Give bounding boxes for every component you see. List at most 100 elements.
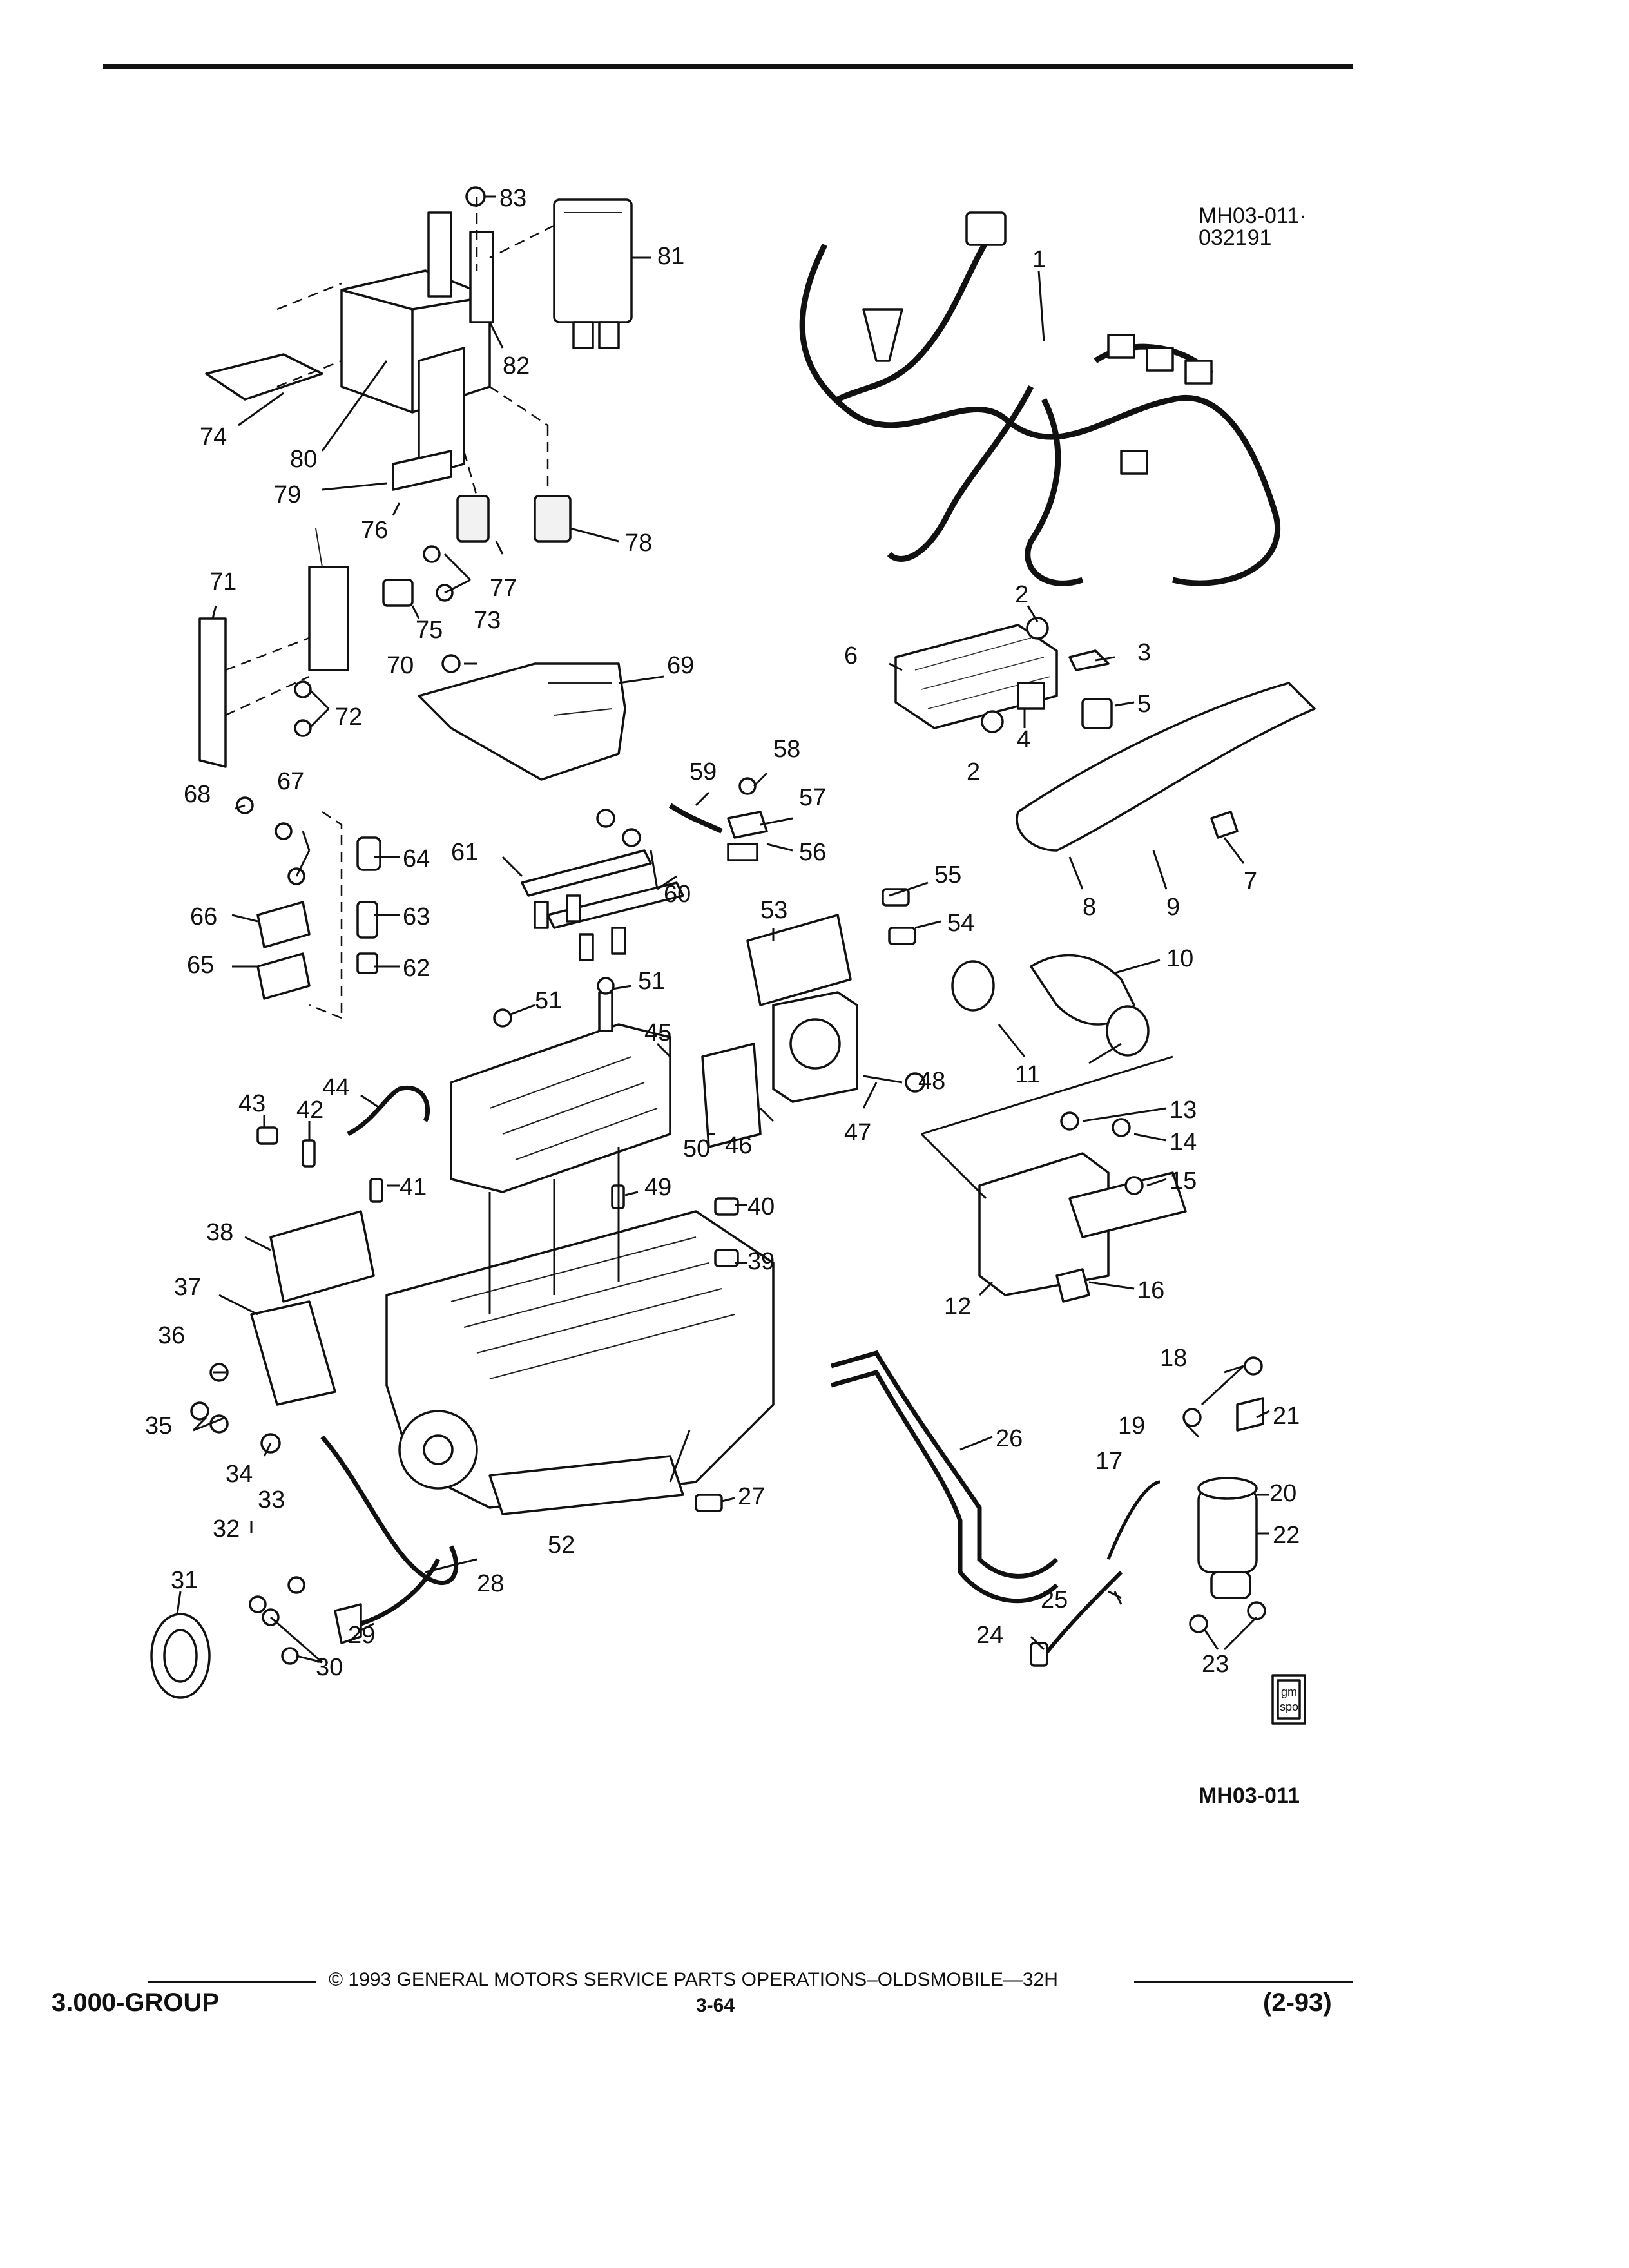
callout-30: 30 bbox=[316, 1654, 343, 1681]
callout-67: 67 bbox=[277, 768, 304, 795]
left-brackets bbox=[198, 528, 454, 1019]
callout-46: 46 bbox=[725, 1132, 752, 1159]
callout-52: 52 bbox=[548, 1532, 575, 1559]
callout-19: 19 bbox=[1118, 1412, 1145, 1439]
callout-21: 21 bbox=[1273, 1403, 1300, 1430]
intake-manifold bbox=[450, 977, 671, 1193]
footer-revision: (2-93) bbox=[1263, 1988, 1332, 2017]
callout-66: 66 bbox=[190, 903, 217, 930]
callout-78: 78 bbox=[625, 530, 652, 557]
callout-42: 42 bbox=[296, 1097, 323, 1124]
callout-57: 57 bbox=[799, 784, 826, 811]
callout-74: 74 bbox=[200, 423, 227, 450]
callout-73: 73 bbox=[474, 607, 501, 634]
wiring-harness bbox=[799, 211, 1280, 586]
callout-68: 68 bbox=[184, 781, 211, 808]
callout-31: 31 bbox=[171, 1567, 198, 1594]
callout-20: 20 bbox=[1269, 1480, 1296, 1507]
callout-22: 22 bbox=[1273, 1522, 1300, 1549]
callout-40: 40 bbox=[747, 1193, 775, 1220]
callout-72: 72 bbox=[335, 704, 362, 731]
figure-id-bottom: MH03-011 bbox=[1199, 1783, 1300, 1808]
callout-14: 14 bbox=[1170, 1129, 1197, 1156]
callout-5: 5 bbox=[1137, 691, 1151, 718]
callout-3: 3 bbox=[1137, 639, 1151, 666]
callout-54: 54 bbox=[947, 910, 974, 937]
callout-38: 38 bbox=[206, 1219, 233, 1246]
callout-16: 16 bbox=[1137, 1277, 1164, 1304]
callout-64: 64 bbox=[403, 845, 430, 872]
callout-11: 11 bbox=[1015, 1061, 1040, 1088]
callout-35: 35 bbox=[145, 1412, 172, 1439]
callout-6: 6 bbox=[844, 642, 858, 669]
callout-71: 71 bbox=[209, 568, 236, 595]
figure-id-top-line1: MH03-011· bbox=[1199, 204, 1307, 228]
callout-10: 10 bbox=[1166, 945, 1193, 972]
ecm-bracket-assembly bbox=[205, 186, 633, 543]
leader-lines bbox=[176, 195, 1270, 1664]
callout-15: 15 bbox=[1170, 1168, 1197, 1195]
figure-id-top-line2: 032191 bbox=[1199, 226, 1272, 250]
callout-43: 43 bbox=[238, 1090, 265, 1117]
callout-76: 76 bbox=[361, 517, 388, 544]
footer-rule-right bbox=[1134, 1981, 1353, 1983]
callout-48: 48 bbox=[918, 1068, 945, 1095]
module-bracket-and-heat-shield bbox=[894, 617, 1316, 852]
callout-34: 34 bbox=[226, 1461, 253, 1488]
callout-51: 51 bbox=[535, 987, 562, 1014]
callout-26: 26 bbox=[996, 1425, 1023, 1452]
footer-page-number: 3-64 bbox=[696, 1995, 735, 2016]
callout-23: 23 bbox=[1202, 1651, 1229, 1678]
callout-77: 77 bbox=[490, 575, 517, 602]
callout-12: 12 bbox=[944, 1293, 971, 1320]
callout-39: 39 bbox=[747, 1248, 775, 1275]
callout-60: 60 bbox=[664, 881, 691, 908]
callout-59: 59 bbox=[689, 758, 717, 785]
callout-28: 28 bbox=[477, 1570, 504, 1597]
fuel-lines-and-canister bbox=[831, 1350, 1266, 1667]
callout-18: 18 bbox=[1160, 1345, 1187, 1372]
callout-47: 47 bbox=[844, 1119, 871, 1146]
callout-13: 13 bbox=[1170, 1097, 1197, 1124]
callout-63: 63 bbox=[403, 903, 430, 930]
callout-83: 83 bbox=[499, 185, 526, 212]
callout-75: 75 bbox=[416, 617, 443, 644]
callout-50: 50 bbox=[683, 1135, 710, 1162]
footer-rule-left bbox=[148, 1981, 316, 1983]
callout-27: 27 bbox=[738, 1483, 765, 1510]
callout-24: 24 bbox=[976, 1622, 1003, 1649]
callout-51-right: 51 bbox=[638, 968, 665, 995]
callout-4: 4 bbox=[1017, 726, 1030, 753]
callout-79: 79 bbox=[274, 481, 301, 508]
callout-65: 65 bbox=[187, 952, 214, 979]
callout-49: 49 bbox=[644, 1174, 671, 1201]
callout-32: 32 bbox=[213, 1515, 240, 1542]
engine-block bbox=[150, 1085, 775, 1699]
callout-2-lower: 2 bbox=[967, 758, 980, 785]
callout-81: 81 bbox=[657, 243, 684, 270]
callout-36: 36 bbox=[158, 1322, 185, 1349]
callout-45: 45 bbox=[644, 1019, 671, 1046]
badge-line1: gm bbox=[1281, 1686, 1297, 1698]
header-rule bbox=[103, 64, 1353, 69]
callout-2: 2 bbox=[1015, 581, 1028, 608]
callouts: 1 2 2 3 4 5 6 7 8 9 10 11 12 13 14 15 16… bbox=[145, 185, 1300, 1681]
fuel-rail-injectors bbox=[521, 777, 768, 961]
callout-69: 69 bbox=[667, 652, 694, 679]
callout-1: 1 bbox=[1032, 246, 1046, 273]
engine-cover bbox=[418, 654, 626, 781]
callout-62: 62 bbox=[403, 955, 430, 982]
callout-70: 70 bbox=[387, 652, 414, 679]
callout-44: 44 bbox=[322, 1074, 349, 1101]
gm-spo-badge bbox=[1271, 1674, 1306, 1725]
footer-group: 3.000-GROUP bbox=[52, 1988, 220, 2017]
callout-7: 7 bbox=[1244, 868, 1257, 895]
callout-80: 80 bbox=[290, 446, 317, 473]
callout-55: 55 bbox=[934, 861, 961, 889]
callout-37: 37 bbox=[174, 1274, 201, 1301]
callout-53: 53 bbox=[760, 897, 787, 924]
callout-58: 58 bbox=[773, 736, 800, 763]
throttle-body-and-ducts bbox=[701, 888, 1187, 1303]
callout-56: 56 bbox=[799, 839, 826, 866]
